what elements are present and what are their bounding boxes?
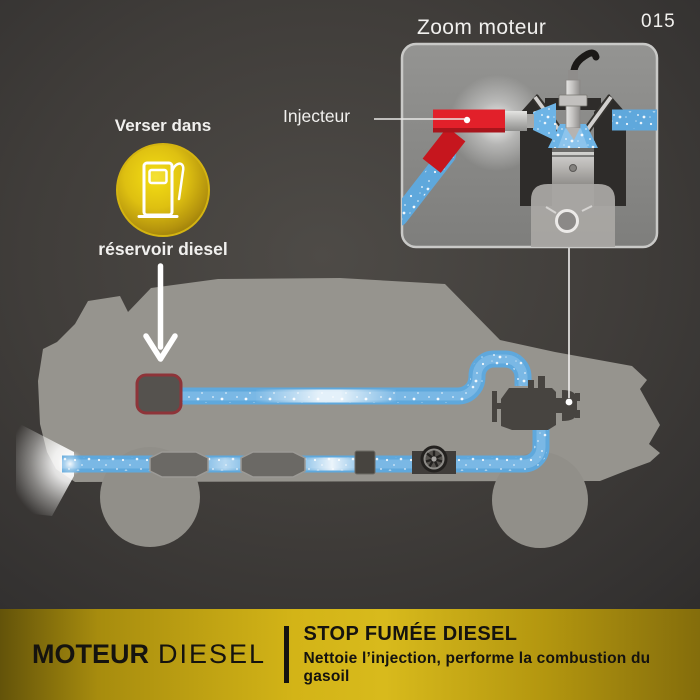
muffler-front	[149, 451, 209, 478]
tank-pointer-arrow	[143, 263, 178, 362]
bottom-banner: MOTEUR DIESEL STOP FUMÉE DIESEL Nettoie …	[0, 609, 700, 700]
engine-zoom-panel	[400, 42, 659, 249]
pour-label-top: Verser dans	[114, 116, 212, 135]
catalytic-box	[354, 450, 376, 475]
injector-tip	[505, 111, 527, 131]
rear-wheel	[492, 452, 588, 548]
engine-connector-line	[565, 247, 573, 406]
fuel-pump-badge	[116, 143, 210, 237]
banner-subline: Nettoie l’injection, performe la combust…	[303, 650, 651, 685]
brand-title: MOTEUR DIESEL	[32, 639, 266, 670]
fuel-supply-line	[182, 350, 532, 405]
muffler-rear	[240, 451, 306, 478]
engine-block	[492, 376, 580, 430]
injector-red	[422, 109, 534, 173]
brand-light: DIESEL	[158, 639, 267, 669]
turbo-fan-icon	[412, 445, 456, 474]
brand-bold: MOTEUR	[32, 639, 149, 669]
banner-divider	[284, 626, 289, 683]
page-number: 015	[641, 11, 676, 32]
crankcase	[531, 184, 615, 247]
injector-leader-dot	[463, 116, 471, 124]
zoom-panel-title: Zoom moteur	[417, 16, 547, 39]
injector-column	[558, 49, 600, 140]
injector-label: Injecteur	[283, 106, 351, 126]
fuel-tank	[135, 373, 183, 415]
car-body	[38, 278, 660, 482]
banner-tagline: STOP FUMÉE DIESEL Nettoie l’injection, p…	[304, 623, 700, 686]
exhaust-components	[149, 445, 456, 478]
piston	[552, 148, 594, 184]
crankshaft	[555, 209, 579, 233]
pour-label-bottom: réservoir diesel	[98, 239, 228, 259]
fuel-pump-icon	[137, 161, 185, 218]
banner-headline: STOP FUMÉE DIESEL	[303, 623, 518, 645]
exhaust-line	[58, 422, 550, 476]
